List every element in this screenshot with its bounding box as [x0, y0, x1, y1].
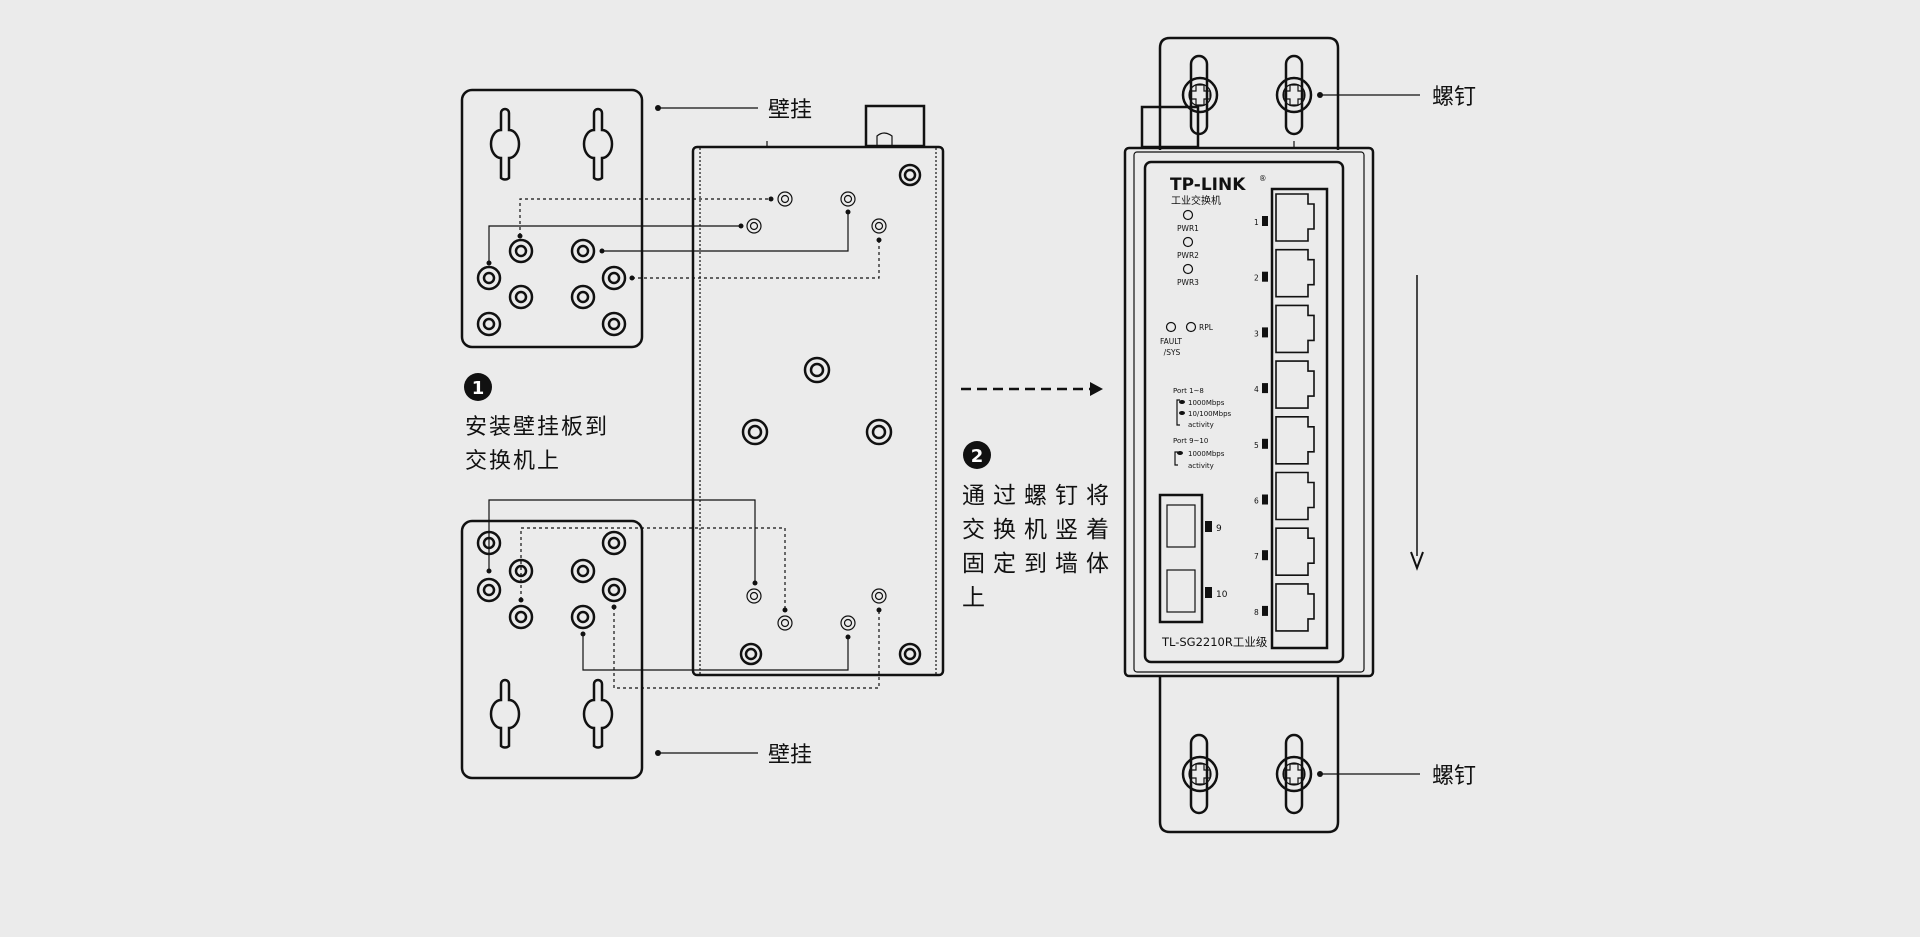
- step-2-line-1: 通过螺钉将: [962, 483, 1117, 509]
- screw-icon: [1275, 76, 1313, 114]
- port-number: 2: [1254, 274, 1259, 283]
- device-subtitle: 工业交换机: [1171, 194, 1221, 207]
- port-number: 8: [1254, 608, 1259, 617]
- led-indicators: [1165, 209, 1197, 333]
- step-2-line-3: 固定到墙体: [962, 551, 1117, 577]
- step-1-line-2: 交换机上: [465, 449, 561, 474]
- svg-text:activity: activity: [1188, 421, 1214, 429]
- screw-icon: [1181, 76, 1219, 114]
- wall-mount-plate-bottom: [460, 519, 758, 780]
- port-led: [1262, 271, 1268, 282]
- svg-text:activity: activity: [1188, 462, 1214, 470]
- led-fault-label: FAULT: [1160, 337, 1182, 346]
- led-legend: [1174, 399, 1185, 466]
- screw-icon: [1181, 755, 1219, 793]
- rj45-port: [1275, 360, 1315, 409]
- svg-text:Port 9~10: Port 9~10: [1173, 437, 1208, 445]
- rj45-port: [1275, 583, 1315, 632]
- switch-front-view: [1123, 105, 1375, 678]
- port-led: [1262, 216, 1268, 226]
- led-sys-label: /SYS: [1164, 348, 1181, 357]
- rj45-port: [1275, 193, 1315, 242]
- step-2-badge: 2: [963, 441, 991, 469]
- rj45-port-panel: [1270, 187, 1329, 650]
- port-number: 5: [1254, 441, 1259, 450]
- rj45-port: [1275, 416, 1315, 465]
- step-2-line-4: 上: [962, 585, 993, 611]
- step-1-line-1: 安装壁挂板到: [465, 415, 609, 440]
- model-label: TL-SG2210R工业级: [1161, 635, 1268, 649]
- step-2-line-2: 交换机竖着: [962, 517, 1117, 543]
- rj45-port: [1275, 527, 1315, 576]
- sfp-port-10-label: 10: [1216, 590, 1228, 600]
- arrow-right-icon: [961, 382, 1103, 396]
- port-number: 3: [1254, 329, 1259, 338]
- led-rpl-label: RPL: [1199, 323, 1214, 332]
- switch-rear-view: [691, 104, 945, 677]
- svg-text:10/100Mbps: 10/100Mbps: [1188, 410, 1232, 418]
- alignment-lines-top: [486, 196, 882, 281]
- port-number: 4: [1254, 385, 1259, 394]
- screw-label-bottom: 螺钉: [1432, 764, 1476, 789]
- svg-text:2: 2: [971, 446, 984, 467]
- sfp-ports: [1158, 493, 1212, 624]
- wall-mount-plate-top: [460, 88, 758, 349]
- port-number: 6: [1254, 497, 1259, 506]
- sfp-port-9-label: 9: [1216, 524, 1222, 534]
- rj45-port: [1275, 471, 1315, 521]
- rj45-ports: [1275, 193, 1315, 632]
- svg-text:1: 1: [472, 378, 485, 399]
- port-led: [1262, 438, 1268, 449]
- mount-bracket-top: [1158, 36, 1340, 150]
- wall-mount-label-top: 壁挂: [768, 98, 812, 123]
- screw-label-top: 螺钉: [1432, 85, 1476, 110]
- port-number-labels: 1 2 3 4 5 6 7 8: [1254, 216, 1268, 617]
- svg-text:®: ®: [1259, 174, 1267, 183]
- led-pwr3-label: PWR3: [1177, 278, 1199, 287]
- svg-text:1000Mbps: 1000Mbps: [1188, 450, 1225, 458]
- port-number: 1: [1254, 218, 1259, 227]
- alignment-lines-bottom: [486, 499, 882, 689]
- led-pwr2-label: PWR2: [1177, 251, 1199, 260]
- rj45-port: [1275, 248, 1315, 298]
- port-led: [1262, 494, 1268, 505]
- wall-mount-label-bottom: 壁挂: [768, 743, 812, 768]
- mount-bracket-bottom: [1158, 676, 1340, 834]
- port-number: 7: [1254, 552, 1259, 561]
- screw-icon: [1275, 755, 1313, 793]
- led-pwr1-label: PWR1: [1177, 224, 1199, 233]
- port-led: [1262, 550, 1268, 561]
- rj45-port: [1275, 304, 1315, 354]
- port-led: [1262, 383, 1268, 394]
- step-1-badge: 1: [464, 373, 492, 401]
- port-led: [1262, 605, 1268, 616]
- port-led: [1262, 327, 1268, 338]
- svg-text:Port 1~8: Port 1~8: [1173, 387, 1204, 395]
- arrow-down-icon: [1410, 275, 1424, 571]
- brand-logo: TP-LINK: [1170, 175, 1246, 195]
- svg-text:1000Mbps: 1000Mbps: [1188, 399, 1225, 407]
